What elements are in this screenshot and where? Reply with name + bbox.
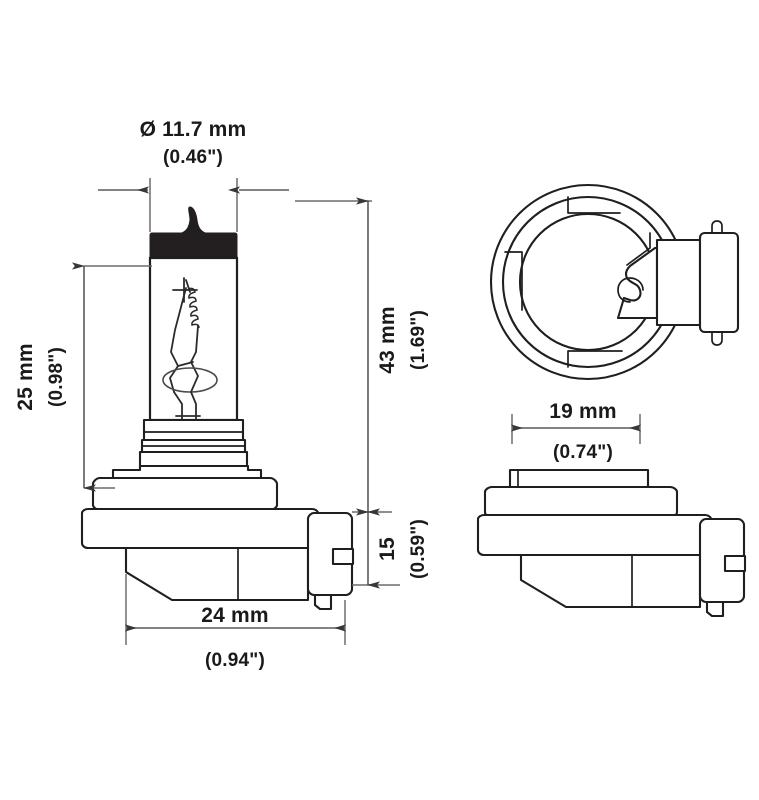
end-view-connector-outer bbox=[698, 231, 740, 334]
end-view-connector-tab-bottom bbox=[711, 331, 723, 346]
bulb-tip-collar bbox=[149, 232, 238, 261]
glass-height-dimension: 25 mm (0.98") bbox=[14, 262, 152, 492]
filament-shield bbox=[162, 367, 218, 393]
base-housing bbox=[124, 546, 310, 602]
base-height-imperial-label: (0.59") bbox=[408, 519, 429, 579]
base-width-imperial-label: (0.94") bbox=[205, 650, 265, 671]
filament-assembly bbox=[162, 277, 218, 421]
flange-slot-left bbox=[504, 251, 523, 311]
base-height-metric-label: 15 bbox=[376, 537, 399, 561]
flange-width-imperial-label: (0.74") bbox=[553, 442, 613, 463]
base-flange-plate-shape bbox=[80, 507, 320, 550]
overall-height-dimension: 43 mm (1.69") bbox=[295, 197, 429, 516]
glass-envelope bbox=[148, 256, 239, 422]
bulb-diameter-imperial-label: (0.46") bbox=[163, 147, 223, 168]
flange-width-metric-label: 19 mm bbox=[549, 400, 617, 423]
base-upper-step bbox=[142, 418, 245, 442]
front-elevation-view bbox=[80, 206, 355, 611]
bulb-diameter-metric-label: Ø 11.7 mm bbox=[140, 118, 247, 141]
side-base-housing bbox=[519, 553, 702, 609]
side-base-flange bbox=[476, 513, 713, 557]
flange-keyway-notch bbox=[616, 246, 659, 320]
side-base-ring bbox=[483, 485, 679, 519]
flange-keyway-inner bbox=[617, 277, 644, 303]
overall-height-imperial-label: (1.69") bbox=[408, 310, 429, 370]
connector-bottom-tab bbox=[313, 593, 333, 611]
side-connector-block bbox=[698, 517, 746, 604]
glass-height-metric-label: 25 mm bbox=[14, 343, 37, 411]
base-height-dimension: 15 (0.59") bbox=[352, 508, 429, 589]
base-width-metric-label: 24 mm bbox=[201, 604, 269, 627]
side-connector-keyway bbox=[723, 554, 747, 573]
flange-slot-bottom bbox=[567, 350, 623, 368]
glass-height-imperial-label: (0.98") bbox=[46, 347, 67, 407]
base-end-view bbox=[489, 183, 740, 381]
connector-keyway bbox=[331, 547, 355, 566]
side-base-view bbox=[476, 468, 747, 618]
base-flange-ring bbox=[91, 476, 279, 512]
side-connector-bottom-tab bbox=[705, 600, 725, 618]
bulb-diameter-dimension: Ø 11.7 mm (0.46") bbox=[98, 118, 289, 232]
flange-slot-top bbox=[567, 196, 621, 214]
end-view-connector-block bbox=[655, 238, 702, 327]
connector-block bbox=[306, 511, 354, 597]
overall-height-metric-label: 43 mm bbox=[376, 306, 399, 374]
end-view-connector-tab-top bbox=[711, 220, 723, 234]
flange-slot-right bbox=[626, 232, 651, 266]
flange-width-dimension: 19 mm (0.74") bbox=[511, 400, 641, 463]
base-width-dimension: 24 mm (0.94") bbox=[125, 574, 346, 671]
